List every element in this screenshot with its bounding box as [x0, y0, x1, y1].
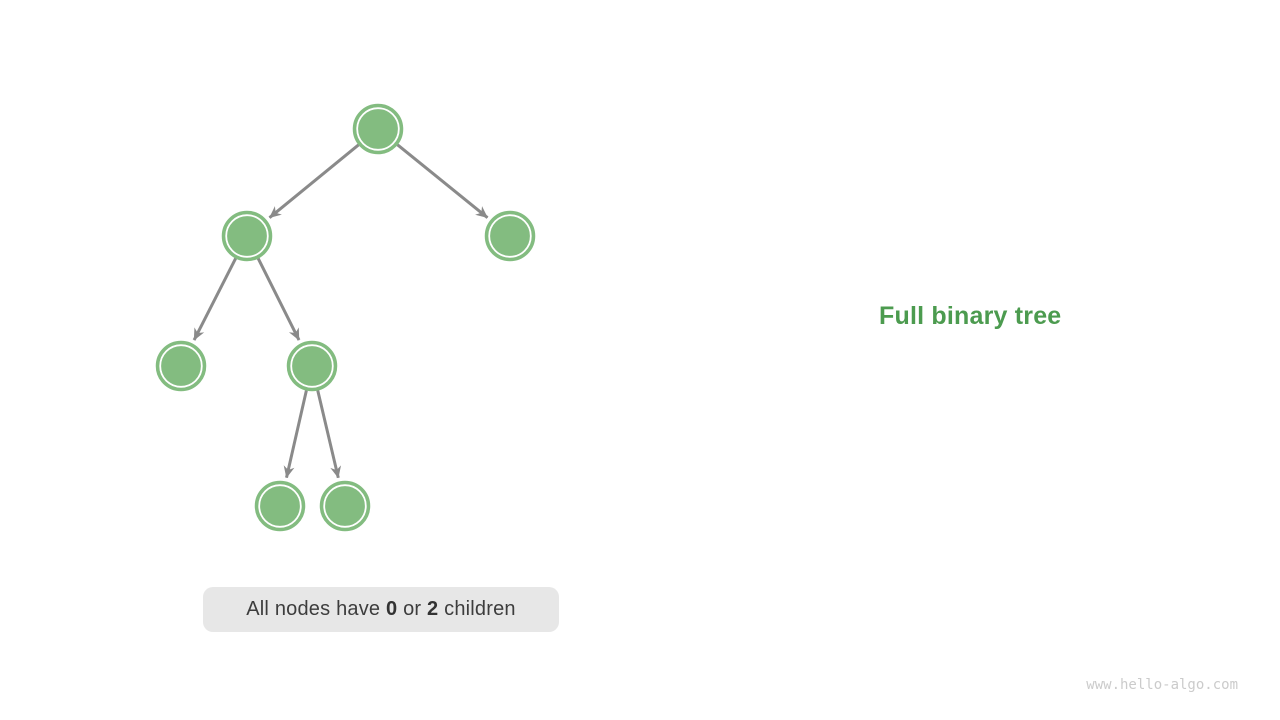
- tree-node-inner-ring: [290, 344, 334, 388]
- tree-node-circle: [221, 210, 273, 262]
- tree-node-circle: [155, 340, 207, 392]
- figure-title: Full binary tree: [879, 302, 1062, 330]
- caption-box: All nodes have 0 or 2 children: [203, 587, 559, 632]
- tree-edges: [192, 143, 489, 479]
- tree-edge: [283, 390, 308, 479]
- caption-text: All nodes have 0 or 2 children: [246, 598, 516, 621]
- tree-node-circle: [319, 480, 371, 532]
- tree-node-circle: [286, 340, 338, 392]
- tree-node-circle: [254, 480, 306, 532]
- tree-edge: [256, 257, 301, 341]
- watermark: www.hello-algo.com: [1086, 677, 1238, 693]
- tree-node-inner-ring: [488, 214, 532, 258]
- tree-node: [155, 340, 207, 392]
- tree-node: [254, 480, 306, 532]
- tree-node-inner-ring: [159, 344, 203, 388]
- tree-edge: [396, 143, 489, 219]
- caption-prefix: All nodes have: [246, 598, 386, 620]
- caption-suffix: children: [438, 598, 516, 620]
- tree-edge: [316, 389, 342, 479]
- tree-node: [286, 340, 338, 392]
- tree-node: [319, 480, 371, 532]
- tree-node-inner-ring: [258, 484, 302, 528]
- tree-edge: [192, 257, 238, 341]
- tree-node-circle: [352, 103, 404, 155]
- tree-node: [221, 210, 273, 262]
- binary-tree-diagram: [155, 103, 536, 532]
- caption-mid: or: [397, 598, 428, 620]
- tree-nodes: [155, 103, 536, 532]
- tree-node-inner-ring: [323, 484, 367, 528]
- tree-node: [352, 103, 404, 155]
- tree-node-inner-ring: [356, 107, 400, 151]
- tree-node-circle: [484, 210, 536, 262]
- tree-node: [484, 210, 536, 262]
- tree-node-inner-ring: [225, 214, 269, 258]
- tree-edge: [268, 143, 360, 219]
- caption-number-zero: 0: [386, 598, 398, 620]
- caption-number-two: 2: [427, 598, 439, 620]
